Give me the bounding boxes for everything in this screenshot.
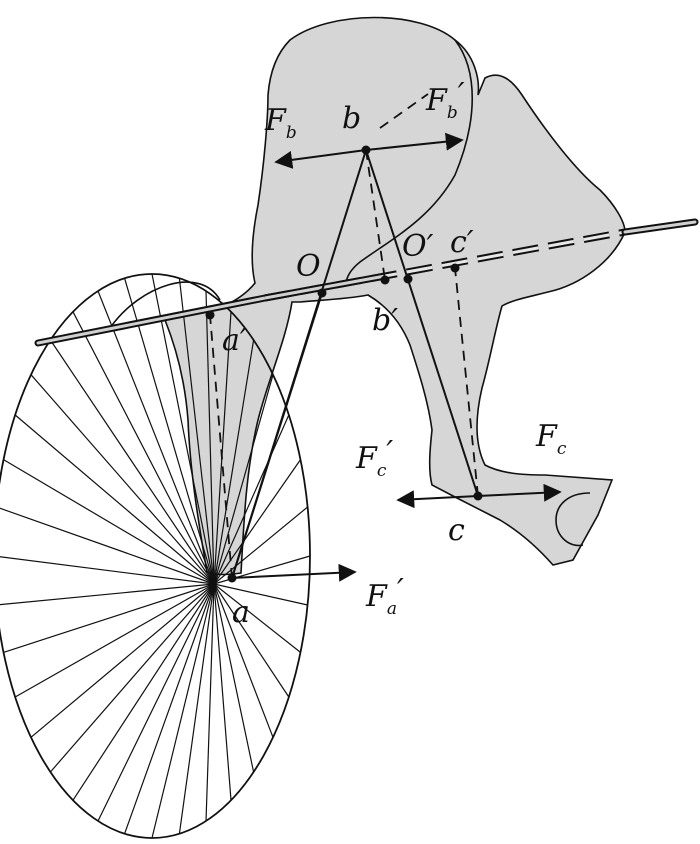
arrow-Fc-prime bbox=[396, 490, 479, 509]
arrow-Fa-prime bbox=[231, 563, 357, 582]
wheel-spoke bbox=[3, 459, 215, 585]
wheel-spoke bbox=[213, 459, 301, 585]
point-c bbox=[473, 491, 483, 501]
wheel-spoke bbox=[151, 583, 215, 839]
foot-notch bbox=[555, 492, 591, 547]
chain-ring-cover bbox=[109, 281, 221, 329]
label-Fc: Fc bbox=[535, 419, 567, 459]
wheel-spoke bbox=[213, 506, 308, 585]
label-b: b bbox=[342, 101, 361, 136]
wheel-spoke bbox=[213, 583, 255, 773]
wheel-spoke bbox=[213, 339, 255, 585]
wheel-spoke bbox=[178, 278, 215, 585]
link-b-c bbox=[365, 149, 479, 497]
wheel-spoke bbox=[213, 583, 290, 698]
point-O bbox=[317, 288, 327, 298]
wheel-spoke bbox=[213, 414, 290, 585]
wheel-spoke bbox=[49, 583, 215, 773]
point-a bbox=[227, 573, 237, 583]
label-O: O bbox=[296, 249, 321, 284]
wheel-spoke bbox=[213, 583, 308, 606]
wheel-spoke bbox=[14, 583, 215, 698]
label-Fb-prime: Fb′ bbox=[425, 77, 465, 123]
wheel-spoke bbox=[0, 507, 215, 585]
wheel-spoke bbox=[0, 583, 215, 606]
leg-silhouette bbox=[163, 16, 626, 576]
wheel-spoke bbox=[213, 583, 274, 738]
wheel-spoke bbox=[30, 374, 215, 585]
wheel-spoke bbox=[49, 339, 215, 585]
point-c-prime bbox=[450, 263, 460, 273]
arrow-Fc bbox=[477, 483, 562, 502]
point-b bbox=[361, 145, 371, 155]
link-O-a bbox=[231, 292, 323, 579]
wheel-spokes bbox=[0, 273, 311, 839]
wheel-spoke bbox=[97, 583, 215, 822]
dash-b-Fbprime bbox=[379, 93, 429, 129]
thigh-contour bbox=[345, 39, 473, 286]
wheel-spoke bbox=[213, 374, 274, 585]
label-c-prime: c′ bbox=[450, 225, 474, 260]
label-O-prime: O′ bbox=[402, 229, 434, 264]
label-a-prime: a′ bbox=[222, 323, 247, 358]
wheel-spoke bbox=[213, 583, 301, 653]
wheel-spoke bbox=[205, 583, 215, 822]
wheel-spoke bbox=[0, 556, 215, 585]
wheel-spoke bbox=[178, 583, 215, 834]
label-Fb: Fb bbox=[264, 103, 297, 143]
arrow-Fb bbox=[274, 149, 367, 169]
label-a: a bbox=[232, 595, 250, 630]
wheel-spoke bbox=[124, 583, 215, 834]
point-O-prime bbox=[403, 274, 413, 284]
arrow-Fb-prime bbox=[365, 132, 464, 151]
wheel-spoke bbox=[72, 583, 215, 801]
label-Fc-prime: Fc′ bbox=[355, 435, 393, 481]
label-b-prime: b′ bbox=[372, 303, 398, 338]
point-b-prime bbox=[380, 275, 390, 285]
dash-c-cprime bbox=[454, 267, 479, 497]
wheel-spoke bbox=[3, 583, 215, 653]
wheel-spoke bbox=[14, 414, 215, 585]
label-c: c bbox=[448, 513, 465, 548]
wheel-spoke bbox=[151, 273, 215, 585]
wheel-spoke bbox=[213, 311, 232, 585]
wheel-spoke bbox=[72, 311, 215, 585]
dash-a-aprime bbox=[209, 314, 233, 579]
wheel-spoke bbox=[97, 290, 215, 585]
label-Fa-prime: Fa′ bbox=[365, 573, 404, 619]
wheel-spoke bbox=[213, 583, 232, 801]
wheel-spoke bbox=[205, 290, 215, 585]
dash-b-bprime bbox=[365, 149, 386, 281]
wheel-spoke bbox=[30, 583, 215, 738]
wheel-spoke bbox=[124, 278, 215, 585]
point-a-prime bbox=[205, 310, 215, 320]
